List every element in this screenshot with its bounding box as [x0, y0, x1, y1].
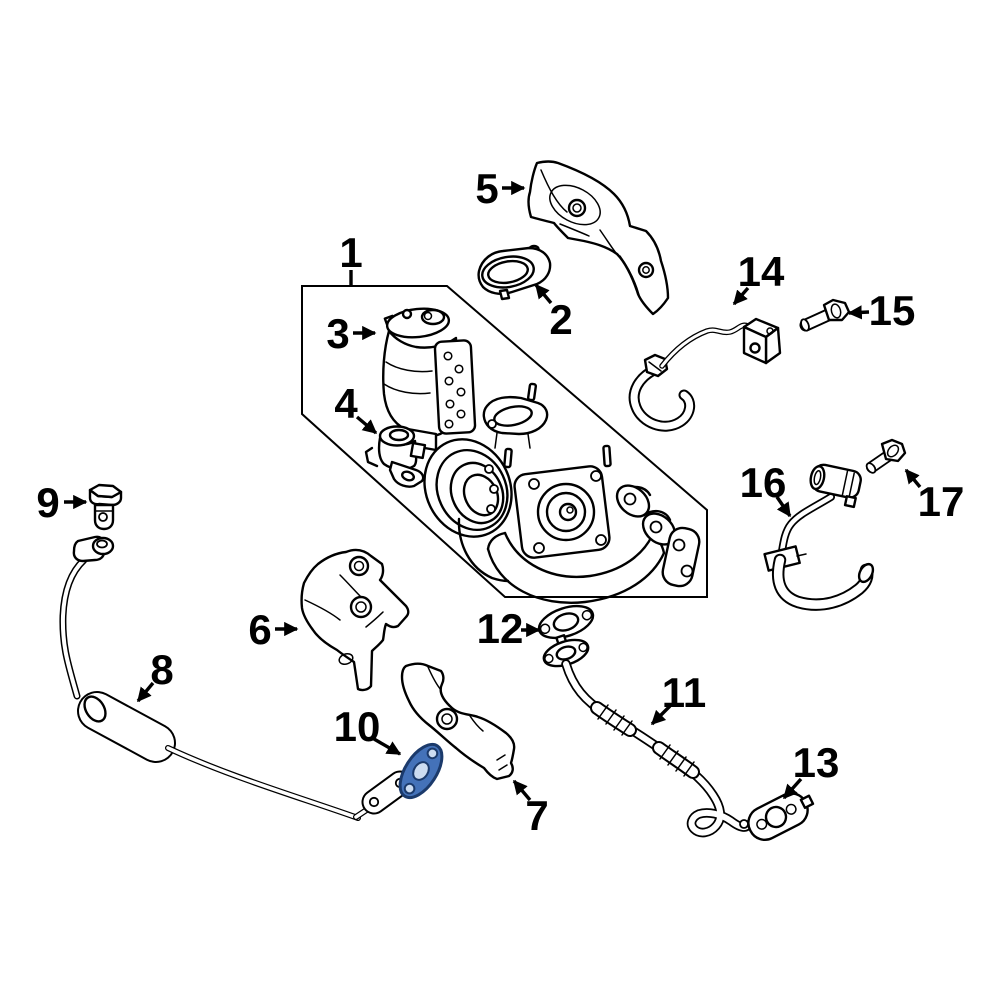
part-4-solenoid-valve[interactable] — [364, 425, 427, 488]
part-14-hose-and-bracket[interactable] — [628, 317, 782, 432]
callout-label-1[interactable]: 1 — [339, 229, 362, 276]
part-17-bolt[interactable] — [865, 438, 907, 474]
part-16-coolant-hose[interactable] — [763, 463, 876, 611]
callout-label-17[interactable]: 17 — [918, 478, 965, 525]
part-11-oil-return-pipe[interactable] — [561, 659, 753, 838]
part-10-highlighted-gasket[interactable] — [392, 737, 451, 804]
callout-label-7[interactable]: 7 — [525, 792, 548, 839]
callout-arrow-7 — [512, 779, 532, 802]
callout-arrow-14 — [732, 286, 750, 306]
callout-label-15[interactable]: 15 — [869, 287, 916, 334]
callout-label-13[interactable]: 13 — [793, 739, 840, 786]
callout-arrow-13 — [782, 777, 803, 800]
callout-arrow-4 — [355, 415, 378, 435]
callout-label-10[interactable]: 10 — [334, 703, 381, 750]
callout-leaders — [64, 180, 922, 802]
callout-labels: 1 2 3 4 5 6 7 8 9 10 11 12 13 14 15 16 1… — [36, 165, 964, 839]
callout-arrow-16 — [775, 496, 792, 518]
callout-label-4[interactable]: 4 — [334, 380, 358, 427]
callout-label-9[interactable]: 9 — [36, 479, 59, 526]
part-6-heat-shield[interactable] — [300, 548, 410, 692]
callout-arrow-8 — [136, 681, 155, 703]
callout-label-11[interactable]: 11 — [662, 669, 706, 716]
callout-label-5[interactable]: 5 — [475, 165, 498, 212]
callout-label-12[interactable]: 12 — [477, 605, 524, 652]
part-8-oil-feed-tube[interactable] — [59, 535, 413, 821]
callout-label-8[interactable]: 8 — [150, 646, 173, 693]
callout-arrow-2 — [534, 283, 553, 305]
part-12-oil-return-gaskets[interactable] — [535, 600, 599, 671]
turbocharger-and-manifold[interactable] — [409, 382, 702, 604]
callout-label-6[interactable]: 6 — [248, 606, 271, 653]
callout-arrow-10 — [373, 737, 402, 756]
callout-arrow-17 — [904, 468, 922, 489]
part-5-heat-shield-upper[interactable] — [527, 160, 670, 316]
part-15-bolt[interactable] — [799, 298, 851, 332]
callout-label-2[interactable]: 2 — [549, 296, 572, 343]
part-9-oil-feed-bolt[interactable] — [88, 483, 123, 531]
part-2-turbo-inlet-gasket[interactable] — [477, 244, 552, 301]
callout-label-3[interactable]: 3 — [326, 310, 349, 357]
part-7-heat-shield-bracket[interactable] — [400, 662, 516, 781]
part-1-turbocharger-group-box[interactable] — [301, 285, 708, 598]
callout-label-16[interactable]: 16 — [740, 459, 787, 506]
callout-arrow-11 — [650, 704, 672, 726]
part-13-gasket[interactable] — [743, 785, 819, 845]
callout-arrow-15 — [847, 305, 870, 320]
callout-label-14[interactable]: 14 — [738, 248, 785, 295]
